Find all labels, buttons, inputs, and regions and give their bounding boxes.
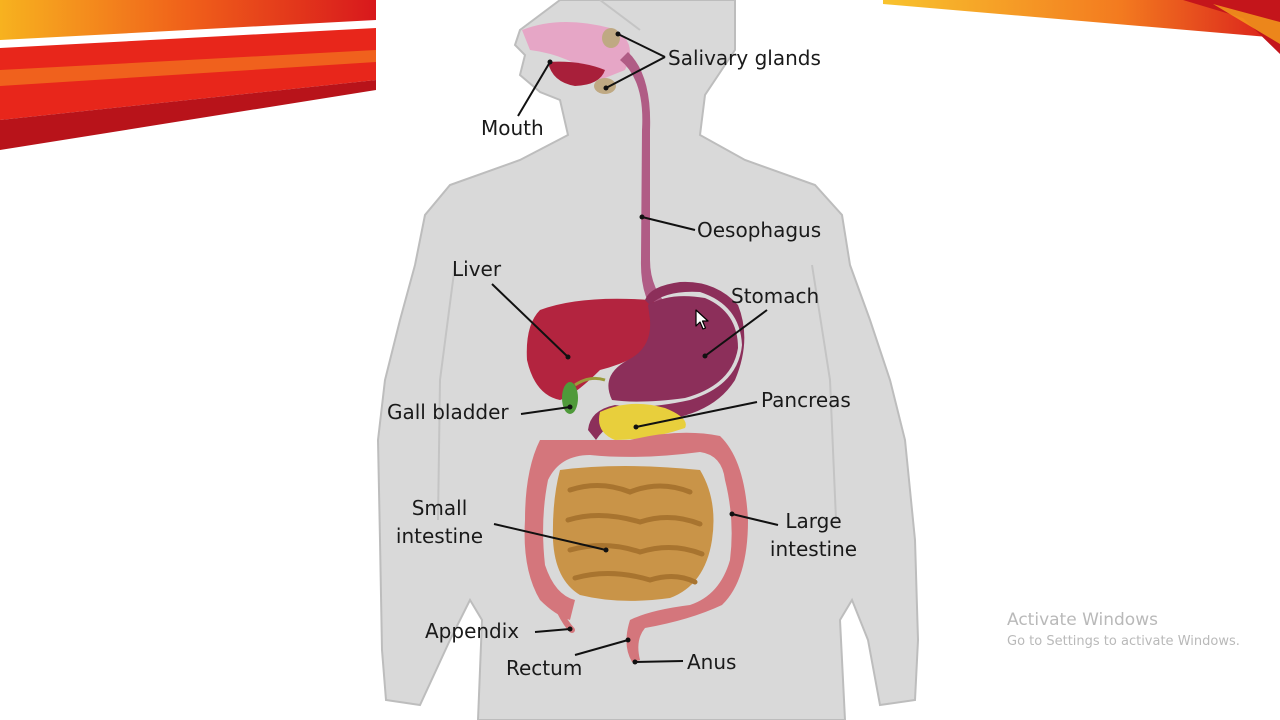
label-large-intestine-line1: Large xyxy=(785,509,842,533)
arm-line-left xyxy=(437,264,456,521)
gall-bladder-organ xyxy=(562,382,578,414)
label-gall-bladder: Gall bladder xyxy=(387,400,509,424)
mouse-cursor-icon xyxy=(695,309,709,330)
label-liver: Liver xyxy=(452,257,502,281)
slide-stripe-right xyxy=(883,0,1280,54)
label-large-intestine-line2: intestine xyxy=(769,537,858,561)
liver-organ xyxy=(526,298,668,400)
label-rectum: Rectum xyxy=(506,656,583,680)
label-salivary-glands: Salivary glands xyxy=(668,46,821,70)
stomach-organ xyxy=(588,281,745,440)
large-intestine-organ xyxy=(524,432,748,662)
slide-stripe-left xyxy=(0,0,376,150)
activate-windows-title: Activate Windows xyxy=(1007,610,1158,630)
label-small-intestine-line1: Small xyxy=(411,496,468,520)
bile-duct xyxy=(574,376,606,387)
activate-windows-subtitle: Go to Settings to activate Windows. xyxy=(1007,634,1240,649)
label-mouth: Mouth xyxy=(481,116,544,140)
arm-line-right xyxy=(811,264,837,521)
label-appendix: Appendix xyxy=(425,619,520,643)
pancreas-organ xyxy=(599,403,686,440)
label-stomach: Stomach xyxy=(731,284,820,308)
salivary-gland-upper xyxy=(602,28,620,48)
leader-lines xyxy=(491,33,779,663)
label-oesophagus: Oesophagus xyxy=(697,218,822,242)
mouth-cavity xyxy=(548,61,605,86)
oesophagus-tube xyxy=(620,52,672,318)
leader-dots xyxy=(547,31,735,665)
label-small-intestine-line2: intestine xyxy=(395,524,484,548)
label-small-intestine: Small intestine xyxy=(392,494,487,550)
small-intestine-organ xyxy=(552,466,714,601)
label-pancreas: Pancreas xyxy=(761,388,851,412)
small-intestine-coils xyxy=(565,483,705,585)
label-anus: Anus xyxy=(687,650,737,674)
stomach-body xyxy=(608,296,738,402)
label-large-intestine: Large intestine xyxy=(766,507,861,563)
neck-line xyxy=(599,0,641,31)
